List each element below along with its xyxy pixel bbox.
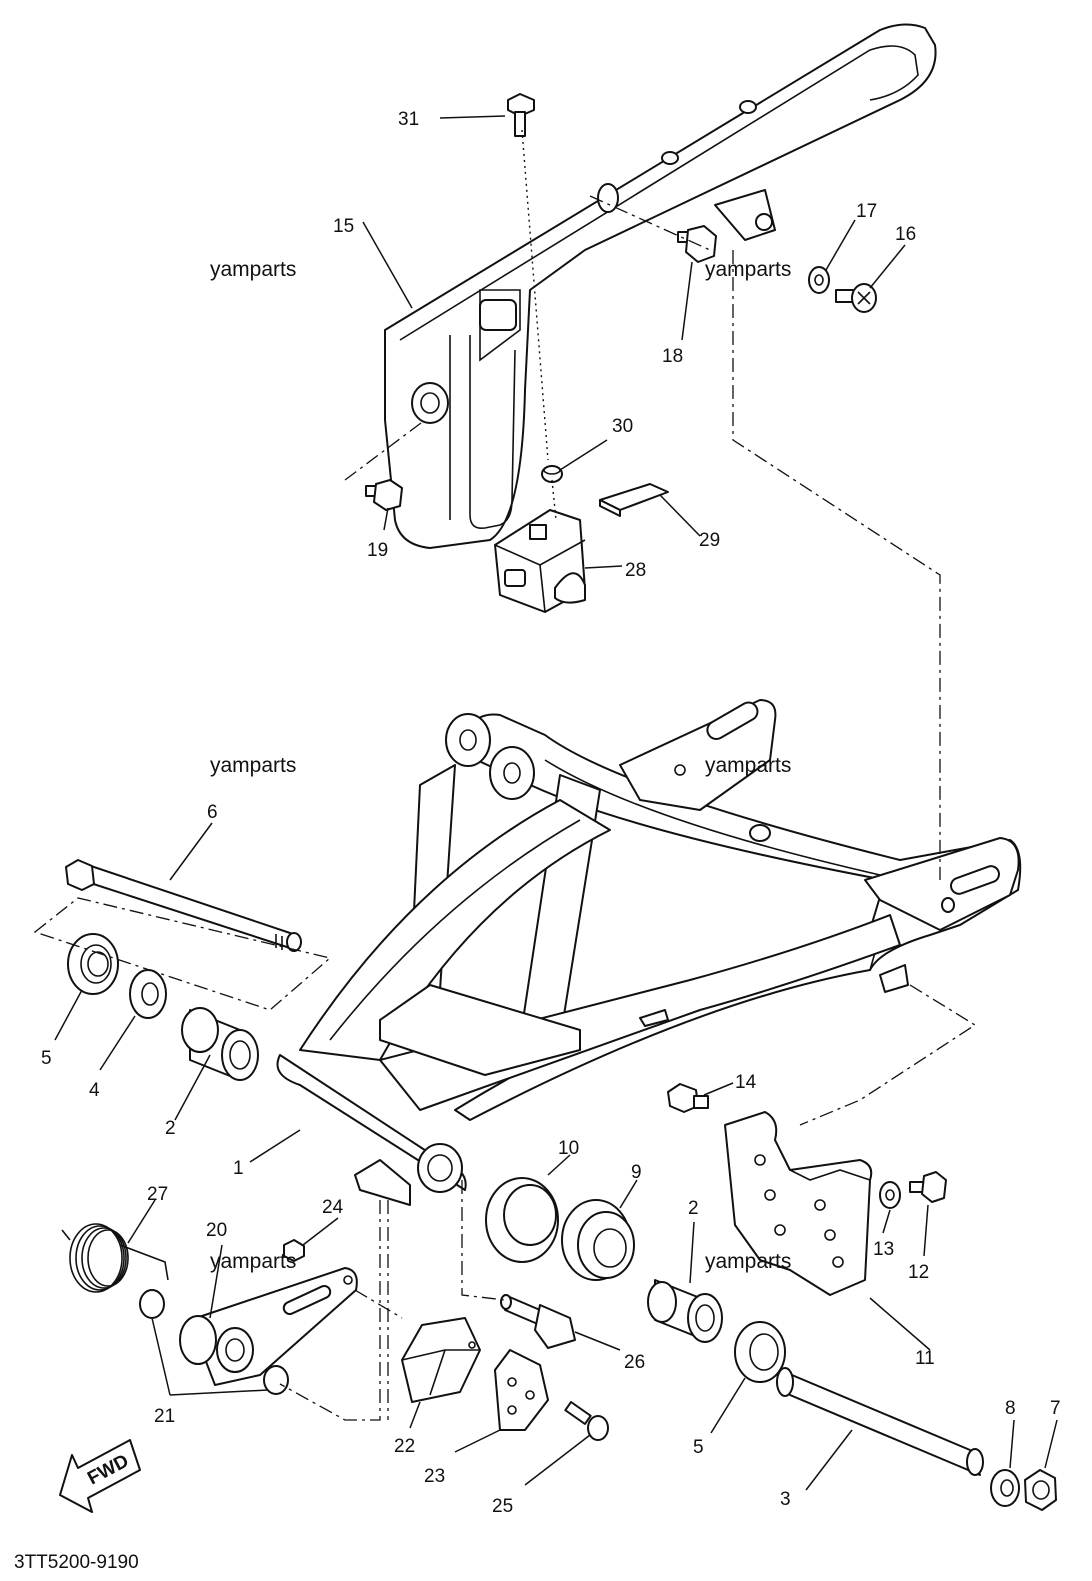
watermark-text: yamparts xyxy=(210,258,296,281)
seal-guard-part-28 xyxy=(494,509,586,613)
collar-part-21 xyxy=(139,1289,289,1395)
callout-13: 13 xyxy=(873,1239,894,1260)
callout-19: 19 xyxy=(367,540,388,561)
nut-part-24 xyxy=(283,1239,305,1262)
spring-part-27 xyxy=(61,1223,169,1293)
callout-12: 12 xyxy=(908,1262,929,1283)
callout-28: 28 xyxy=(625,560,646,581)
oil-seal-part-5-right xyxy=(734,1321,786,1383)
callout-5-left: 5 xyxy=(41,1048,52,1069)
callout-2-left: 2 xyxy=(165,1118,176,1139)
callout-5-right: 5 xyxy=(693,1437,704,1458)
bushing-part-2-right xyxy=(647,1279,723,1343)
leader-lines xyxy=(54,115,1058,1491)
callout-25: 25 xyxy=(492,1496,513,1517)
chain-case-part-15 xyxy=(384,23,937,549)
bearing-part-9 xyxy=(561,1199,635,1281)
pivot-shaft-part-3 xyxy=(776,1367,984,1476)
washer-part-4 xyxy=(129,969,167,1019)
bolt-part-12 xyxy=(909,1171,947,1203)
callout-4: 4 xyxy=(89,1080,100,1101)
callout-24: 24 xyxy=(322,1197,344,1218)
grease-nipple-part-26 xyxy=(500,1294,576,1349)
watermark-text: yamparts xyxy=(210,754,296,777)
callout-17: 17 xyxy=(856,201,877,222)
callout-9: 9 xyxy=(631,1162,642,1183)
callout-numbers: 31 15 17 16 18 30 29 28 19 6 5 4 2 1 10 … xyxy=(41,109,1061,1517)
oil-seal-part-5 xyxy=(67,933,119,995)
bushing-part-2 xyxy=(181,1007,259,1081)
pivot-shaft-part-6 xyxy=(65,859,302,952)
washer-part-17 xyxy=(808,266,830,294)
callout-11: 11 xyxy=(915,1348,935,1369)
bracket-part-23 xyxy=(494,1349,549,1431)
callout-8: 8 xyxy=(1005,1398,1016,1419)
callout-23: 23 xyxy=(424,1466,445,1487)
callout-10: 10 xyxy=(558,1138,579,1159)
callout-30: 30 xyxy=(612,416,633,437)
callout-21: 21 xyxy=(154,1406,175,1427)
callout-15: 15 xyxy=(333,216,354,237)
forward-arrow-icon: FWD xyxy=(59,1439,141,1513)
swingarm-part-1 xyxy=(276,699,1022,1206)
callout-2-right: 2 xyxy=(688,1198,699,1219)
collar-part-30 xyxy=(541,465,563,483)
washer-part-13 xyxy=(879,1181,901,1209)
callout-22: 22 xyxy=(394,1436,415,1457)
plate-part-29 xyxy=(599,483,669,517)
callout-3: 3 xyxy=(780,1489,791,1510)
callout-27: 27 xyxy=(147,1184,168,1205)
bearing-part-10 xyxy=(485,1177,559,1263)
bracket-part-11 xyxy=(724,1111,873,1296)
callout-26: 26 xyxy=(624,1352,645,1373)
assembly-lines xyxy=(33,129,977,1421)
washer-part-8 xyxy=(990,1469,1020,1507)
bolt-part-19 xyxy=(365,479,403,511)
drawing-code: 3TT5200-9190 xyxy=(14,1552,139,1573)
callout-6: 6 xyxy=(207,802,218,823)
bolt-part-31 xyxy=(507,93,535,137)
callout-31: 31 xyxy=(398,109,419,130)
bolt-part-18 xyxy=(677,225,717,263)
callout-14: 14 xyxy=(735,1072,757,1093)
damper-rubber-part-22 xyxy=(401,1317,481,1403)
watermark-text: yamparts xyxy=(705,754,791,777)
watermark-text: yamparts xyxy=(705,1250,791,1273)
bolt-part-25 xyxy=(564,1401,609,1441)
watermarks: yamparts yamparts yamparts yamparts yamp… xyxy=(210,258,791,1273)
watermark-text: yamparts xyxy=(705,258,791,281)
bolt-part-14 xyxy=(667,1083,709,1113)
screw-part-16 xyxy=(835,283,877,313)
brake-pedal-arm-part-20 xyxy=(179,1267,358,1386)
watermark-text: yamparts xyxy=(210,1250,296,1273)
callout-20: 20 xyxy=(206,1220,227,1241)
callout-1: 1 xyxy=(233,1158,244,1179)
nut-part-7 xyxy=(1024,1469,1057,1511)
callout-7: 7 xyxy=(1050,1398,1061,1419)
callout-16: 16 xyxy=(895,224,916,245)
callout-18: 18 xyxy=(662,346,683,367)
callout-29: 29 xyxy=(699,530,720,551)
